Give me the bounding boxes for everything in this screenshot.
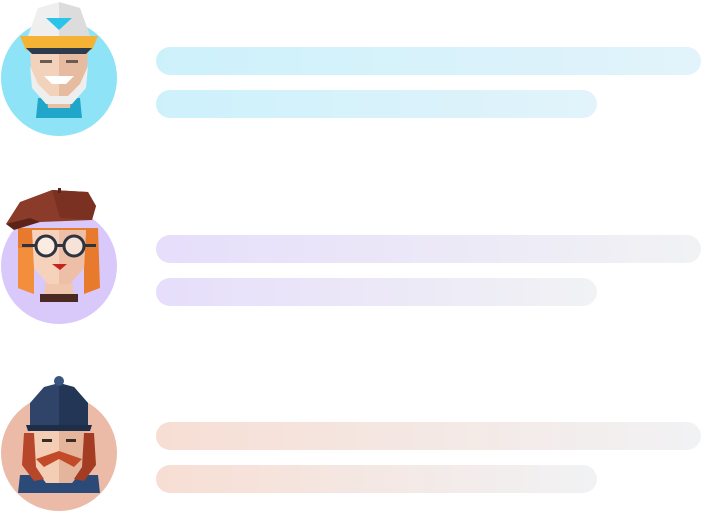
placeholder-line-primary [156, 422, 701, 450]
list-item-artist[interactable] [0, 188, 701, 328]
placeholder-line-primary [156, 47, 701, 75]
placeholder-line-primary [156, 235, 701, 263]
list-item-captain[interactable] [0, 0, 701, 140]
captain-avatar-icon [0, 0, 118, 140]
detective-avatar-icon [0, 375, 118, 515]
placeholder-line-secondary [156, 278, 597, 306]
artist-avatar-icon [0, 188, 118, 328]
placeholder-line-secondary [156, 465, 597, 493]
placeholder-line-secondary [156, 90, 597, 118]
list-item-detective[interactable] [0, 375, 701, 515]
